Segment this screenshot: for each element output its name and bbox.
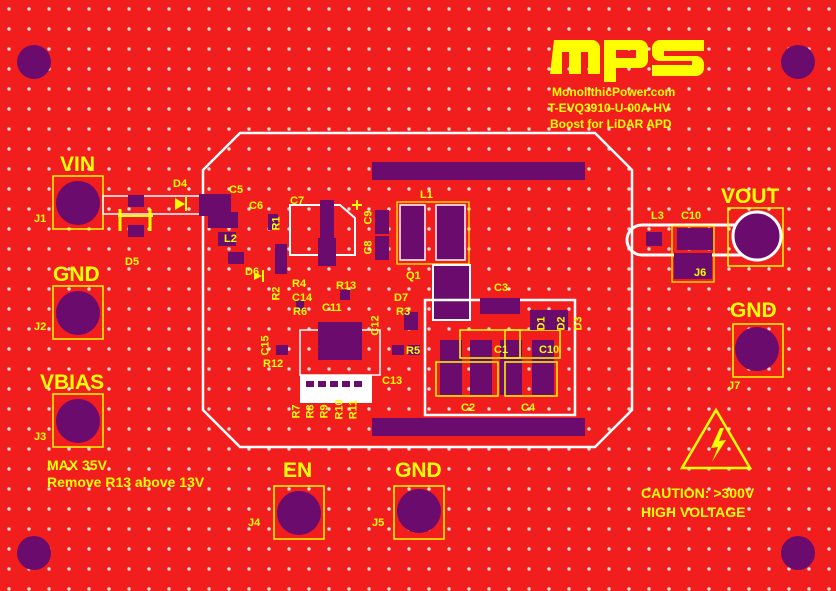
ref-c10-inner: C10 [539, 344, 560, 356]
ref-c15: C15 [259, 335, 272, 356]
ref-d4: D4 [173, 178, 188, 190]
vin-label: VIN [60, 153, 96, 176]
ref-d2: D2 [555, 316, 568, 331]
caution-note: CAUTION: >300V [641, 485, 755, 501]
ref-l2: L2 [224, 233, 237, 245]
ref-c4: C4 [521, 402, 536, 414]
ref-d5: D5 [125, 256, 140, 268]
ref-c3: C3 [494, 282, 509, 294]
ref-c14: C14 [292, 292, 313, 304]
ref-r6: R6 [293, 306, 308, 318]
ref-d1: D1 [535, 316, 548, 331]
terminal-j4 [273, 485, 325, 540]
logo-part-number: T-EVQ3910-U-00A-HV [548, 101, 671, 115]
ref-r11: R11 [347, 399, 360, 420]
j3-ref: J3 [34, 431, 47, 443]
ref-c9: C9 [362, 210, 375, 225]
terminal-j7 [732, 323, 784, 378]
hv-keepout-outline [201, 131, 634, 449]
terminal-j5 [393, 485, 445, 540]
ref-r1: R1 [270, 216, 283, 231]
ref-r5: R5 [406, 345, 421, 357]
ref-c1: C1 [494, 344, 509, 356]
ref-r12: R12 [263, 358, 284, 370]
ref-l1: L1 [420, 189, 433, 201]
gnd-j2-label: GND [53, 263, 100, 286]
c7-footprint [289, 200, 362, 266]
mounting-hole-tl [17, 45, 51, 79]
ref-c5: C5 [229, 184, 244, 196]
ref-c10: C10 [681, 210, 702, 222]
j2-ref: J2 [34, 321, 47, 333]
ref-r3: R3 [396, 306, 411, 318]
input-components [102, 194, 287, 282]
controller-ic-area [276, 290, 420, 403]
ref-r8: R8 [304, 404, 317, 419]
j7-ref: J7 [728, 380, 741, 392]
j5-ref: J5 [372, 517, 385, 529]
max-voltage-note: MAX 35V [47, 457, 107, 473]
ref-r13: R13 [336, 280, 357, 292]
ref-d6: D6 [245, 266, 260, 278]
logo-description: Boost for LiDAR APD [550, 117, 672, 131]
en-label: EN [283, 459, 313, 482]
ref-c6: C6 [249, 200, 264, 212]
ref-r7: R7 [290, 404, 303, 419]
power-stage [423, 264, 577, 417]
ref-c2: C2 [461, 402, 476, 414]
bottom-copper-bar [372, 418, 585, 436]
l1-and-c8-c9 [375, 201, 470, 265]
ref-c7: C7 [290, 195, 305, 207]
j1-ref: J1 [34, 213, 47, 225]
ref-r9: R9 [318, 404, 331, 419]
mounting-hole-br [781, 536, 815, 570]
high-voltage-icon [679, 407, 753, 470]
terminal-j2 [52, 285, 104, 340]
terminal-j6 [625, 207, 784, 283]
ref-c13: C13 [382, 375, 403, 387]
gnd-j5-label: GND [395, 459, 442, 482]
ref-r10: R10 [333, 399, 346, 420]
ref-d7: D7 [394, 292, 409, 304]
j6-ref: J6 [694, 267, 707, 279]
ref-r2: R2 [270, 286, 283, 301]
ref-c11: C11 [322, 302, 342, 314]
logo-url: MonolithicPower.com [552, 85, 676, 99]
vout-label: VOUT [721, 185, 780, 208]
vbias-label: VBIAS [40, 371, 105, 394]
ref-q1: Q1 [406, 270, 421, 282]
j4-ref: J4 [248, 517, 261, 529]
mounting-hole-tr [781, 45, 815, 79]
remove-r13-note: Remove R13 above 13V [47, 474, 205, 490]
gnd-j7-label: GND [730, 299, 777, 322]
mounting-hole-bl [17, 536, 51, 570]
ref-d3: D3 [572, 316, 585, 331]
ref-c12: C12 [369, 315, 382, 336]
ref-c8: C8 [362, 240, 375, 255]
ref-r4: R4 [292, 278, 307, 290]
top-copper-bar [372, 162, 585, 180]
mps-logo [550, 40, 704, 82]
ref-l3: L3 [651, 210, 664, 222]
terminal-j3 [52, 393, 104, 448]
high-voltage-note: HIGH VOLTAGE [641, 504, 746, 520]
